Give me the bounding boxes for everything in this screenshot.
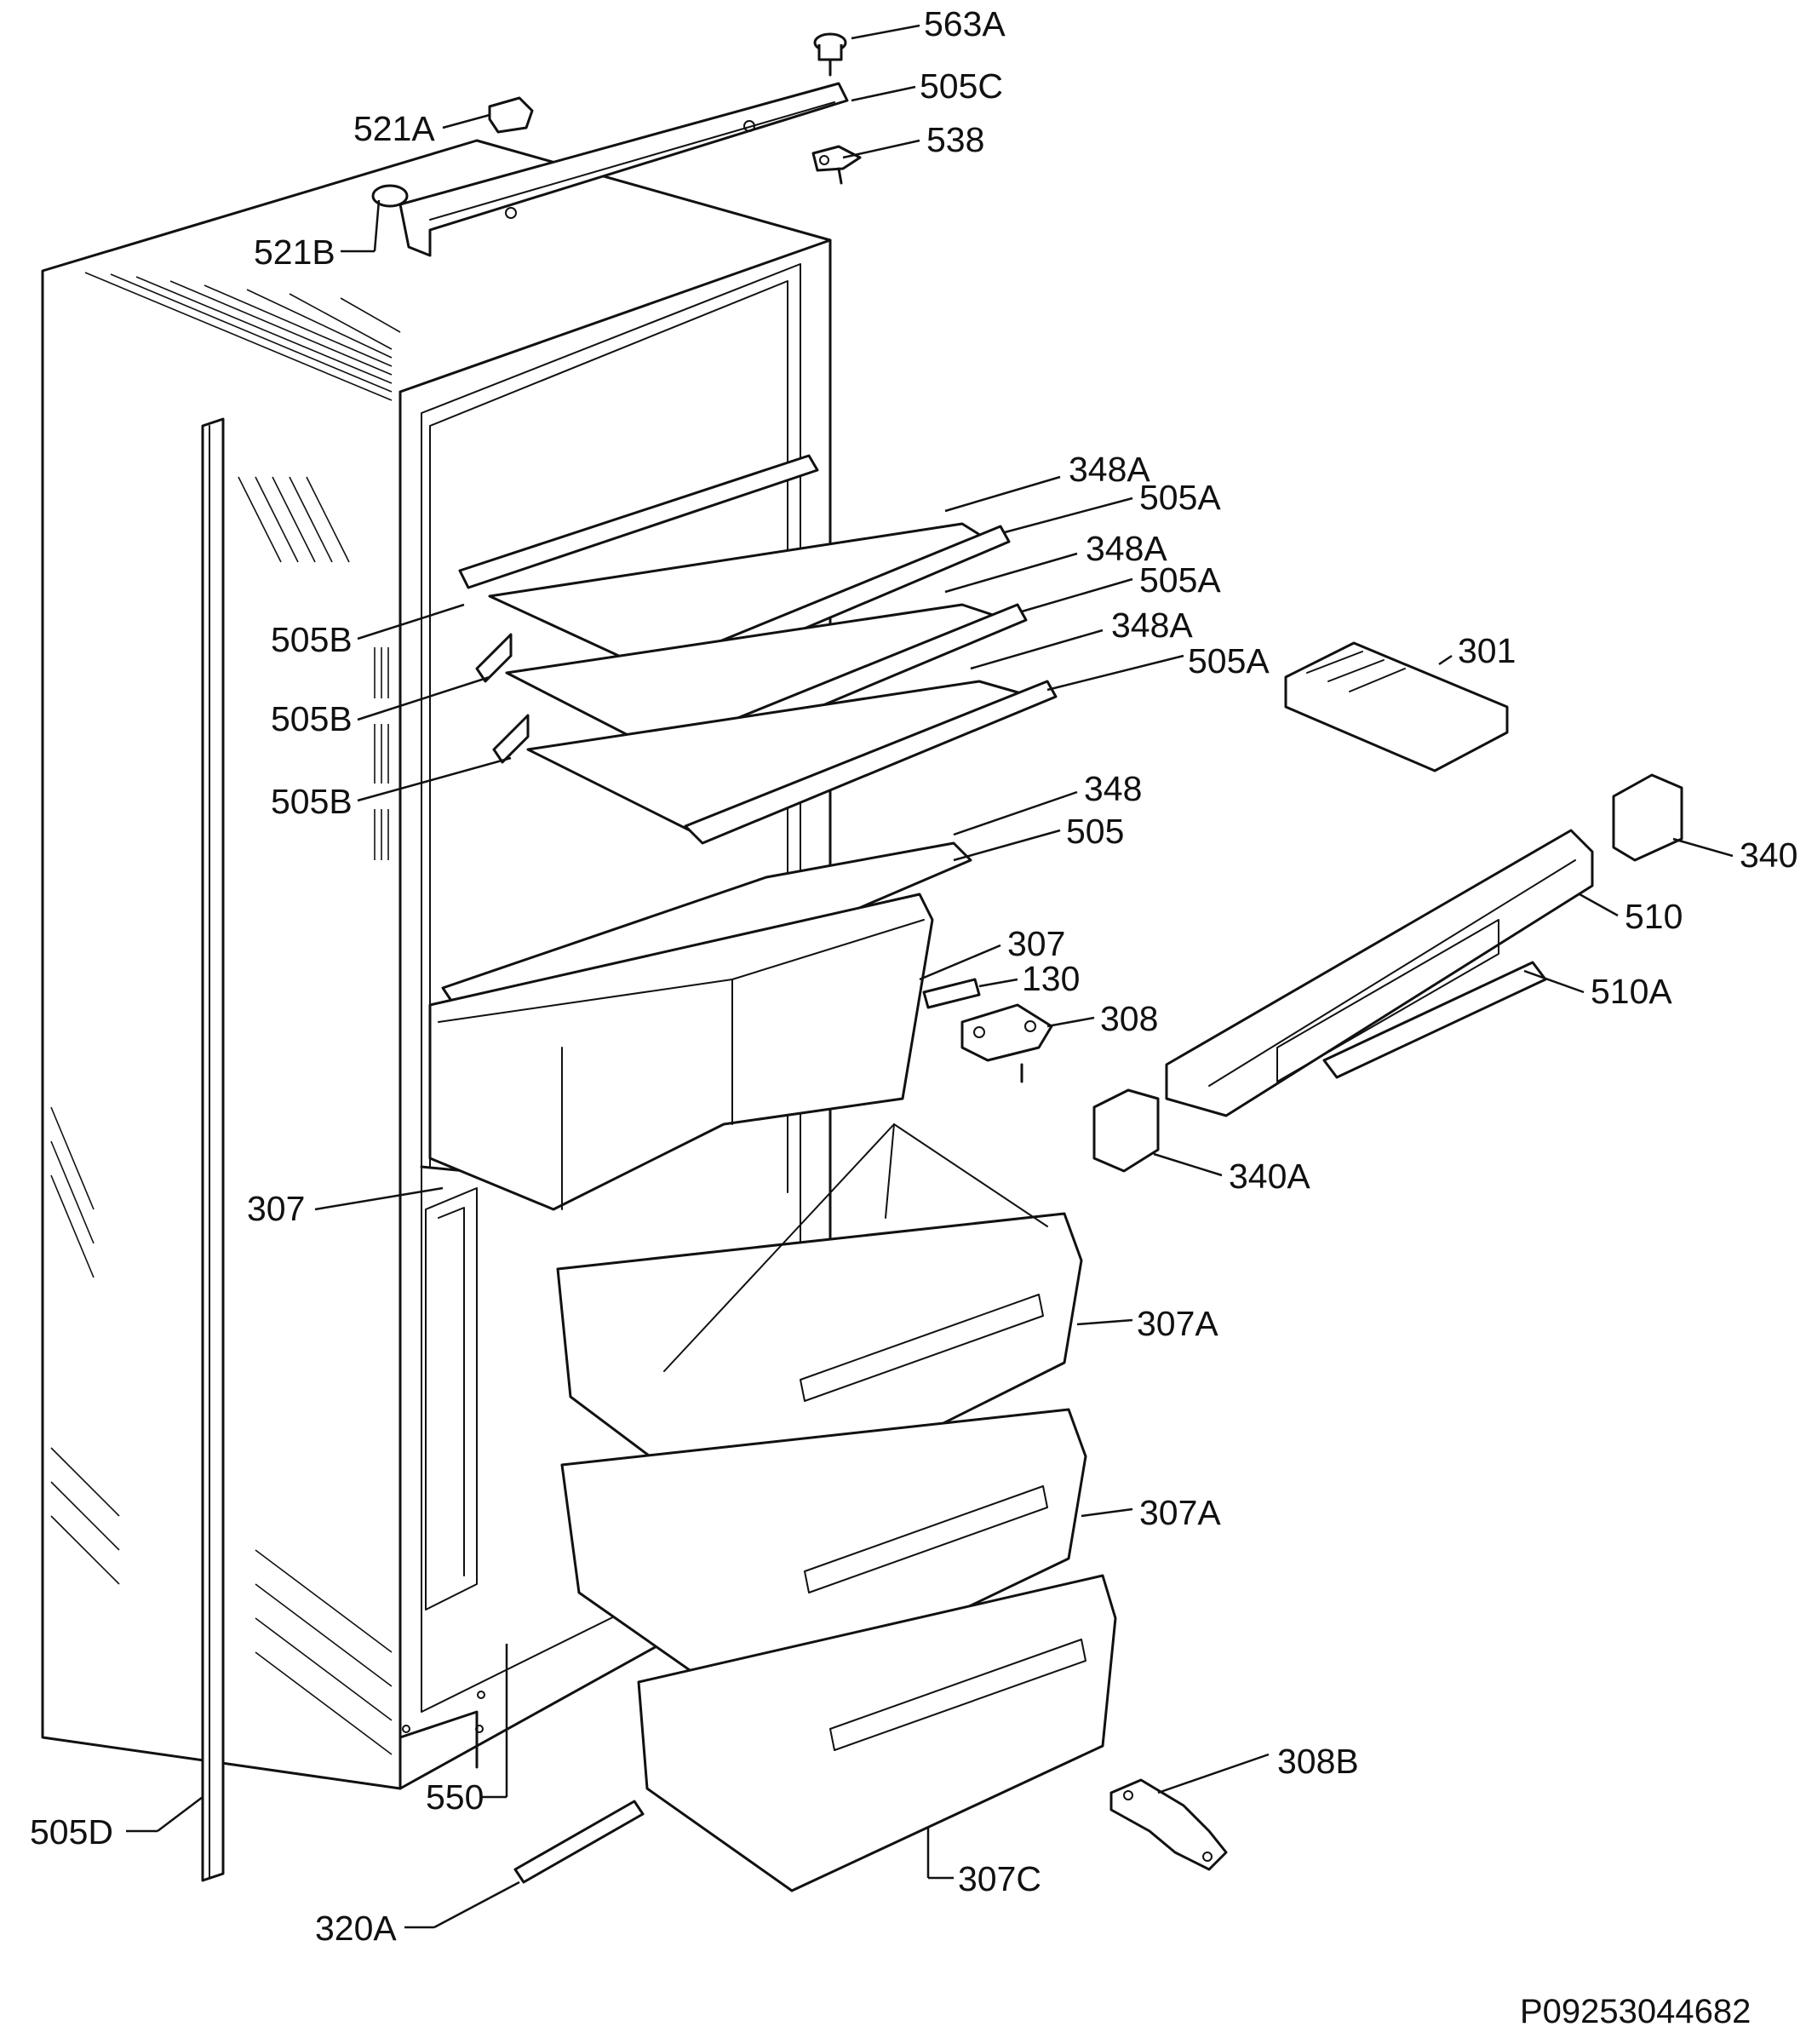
label-320a: 320A: [315, 1909, 397, 1948]
label-505: 505: [1066, 812, 1124, 851]
label-308: 308: [1100, 999, 1158, 1038]
cap-521b: [371, 184, 409, 208]
label-510: 510: [1625, 897, 1683, 936]
hinge-308b: [1109, 1778, 1228, 1871]
control-panel-510: [1165, 829, 1594, 1117]
door-seal-strip: [201, 417, 225, 1882]
label-521a: 521A: [353, 109, 435, 148]
label-563a: 563A: [924, 4, 1006, 43]
label-348: 348: [1084, 769, 1142, 808]
label-505a-3: 505A: [1188, 641, 1270, 680]
label-538: 538: [926, 120, 984, 159]
label-307c: 307C: [958, 1859, 1041, 1898]
label-505c: 505C: [920, 66, 1003, 106]
label-505b-1: 505B: [271, 620, 353, 659]
pin-563a: [813, 32, 847, 77]
label-521b: 521B: [254, 233, 335, 272]
glass-shelf-3: [492, 680, 1058, 845]
label-307-left: 307: [247, 1189, 305, 1228]
label-505d: 505D: [30, 1812, 113, 1852]
hinge-308: [960, 1003, 1053, 1083]
label-301: 301: [1458, 631, 1516, 670]
label-348a-3: 348A: [1111, 606, 1193, 645]
label-130: 130: [1022, 959, 1080, 998]
cap-521a: [488, 96, 534, 134]
label-307-right: 307: [1007, 924, 1065, 963]
label-348a-1: 348A: [1069, 450, 1150, 489]
document-code: P09253044682: [1520, 1993, 1751, 2030]
label-348a-2: 348A: [1086, 529, 1167, 568]
label-340a: 340A: [1229, 1157, 1310, 1196]
freezer-drawer-2: [560, 1408, 1087, 1714]
bracket-538: [811, 145, 862, 185]
cover-340a: [1092, 1088, 1160, 1173]
leader-lines: [126, 24, 1734, 1929]
label-505a-1: 505A: [1139, 478, 1221, 517]
label-510a: 510A: [1591, 972, 1672, 1011]
ice-tray-301: [1284, 641, 1509, 772]
label-307a-2: 307A: [1139, 1493, 1221, 1532]
part-labels: 563A 505C 521A 538 521B 348A 505A 348A 5…: [30, 4, 1797, 1948]
top-rail: [398, 82, 849, 257]
label-340: 340: [1740, 835, 1797, 875]
rail-320a: [513, 1800, 645, 1884]
plate-130: [922, 978, 981, 1009]
cover-340: [1612, 773, 1683, 862]
label-308b: 308B: [1277, 1742, 1359, 1781]
label-505a-2: 505A: [1139, 560, 1221, 600]
freezer-drawer-3: [637, 1574, 1117, 1892]
label-550: 550: [426, 1777, 484, 1817]
crisper-drawers-307: [428, 893, 934, 1211]
label-307a-1: 307A: [1137, 1304, 1218, 1343]
freezer-drawer-1: [556, 1123, 1083, 1526]
label-505b-3: 505B: [271, 782, 353, 821]
label-505b-2: 505B: [271, 699, 353, 738]
